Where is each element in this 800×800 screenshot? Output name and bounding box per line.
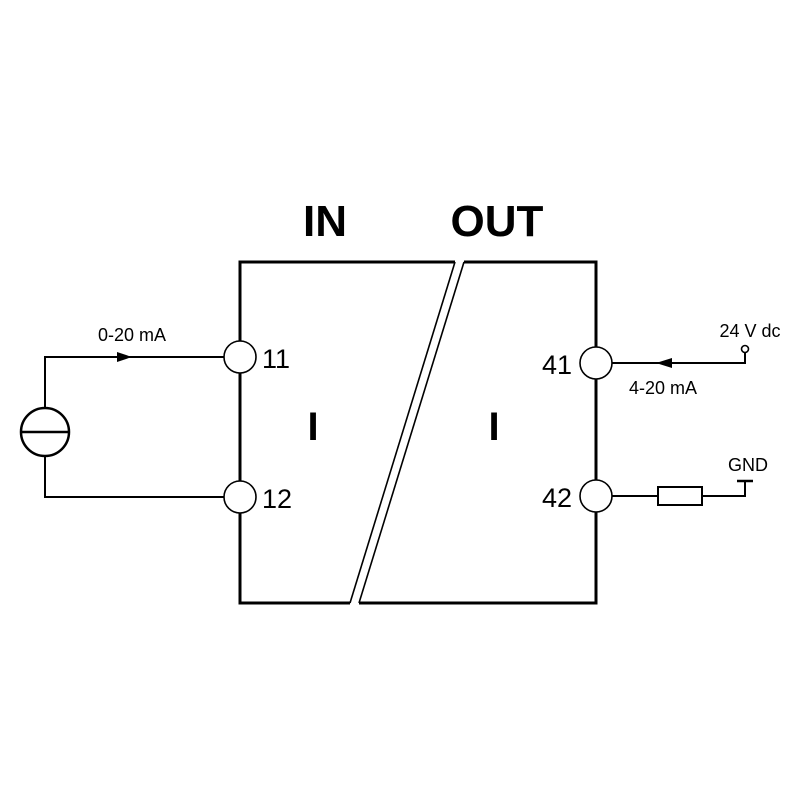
terminal-12-label: 12 [262, 484, 292, 514]
input-range-label: 0-20 mA [98, 325, 166, 345]
input-wire-top [44, 356, 224, 408]
output-symbol: I [488, 405, 499, 449]
current-source-icon [19, 406, 71, 458]
output-module-box [359, 260, 598, 605]
supply-label: 24 V dc [719, 321, 780, 341]
terminal-42-label: 42 [542, 483, 572, 513]
input-symbol: I [307, 405, 318, 449]
in-heading: IN [303, 197, 347, 246]
input-module-box [238, 260, 455, 605]
terminal-12 [223, 480, 257, 514]
output-range-label: 4-20 mA [629, 378, 697, 398]
ground-wire-right [702, 482, 746, 497]
out-heading: OUT [451, 197, 544, 246]
terminal-11-label: 11 [262, 344, 290, 374]
supply-wire [612, 352, 746, 364]
arrow-icon [656, 358, 672, 368]
isolation-line-left [349, 261, 456, 604]
isolation-line-right [358, 261, 465, 604]
terminal-41-label: 41 [542, 350, 572, 380]
ground-label: GND [728, 455, 768, 475]
input-wire-bottom [44, 456, 224, 498]
resistor-icon [657, 486, 703, 506]
terminal-11 [223, 340, 257, 374]
arrow-icon [117, 352, 132, 362]
terminal-41 [579, 346, 613, 380]
terminal-42 [579, 479, 613, 513]
supply-terminal-icon [740, 344, 750, 354]
